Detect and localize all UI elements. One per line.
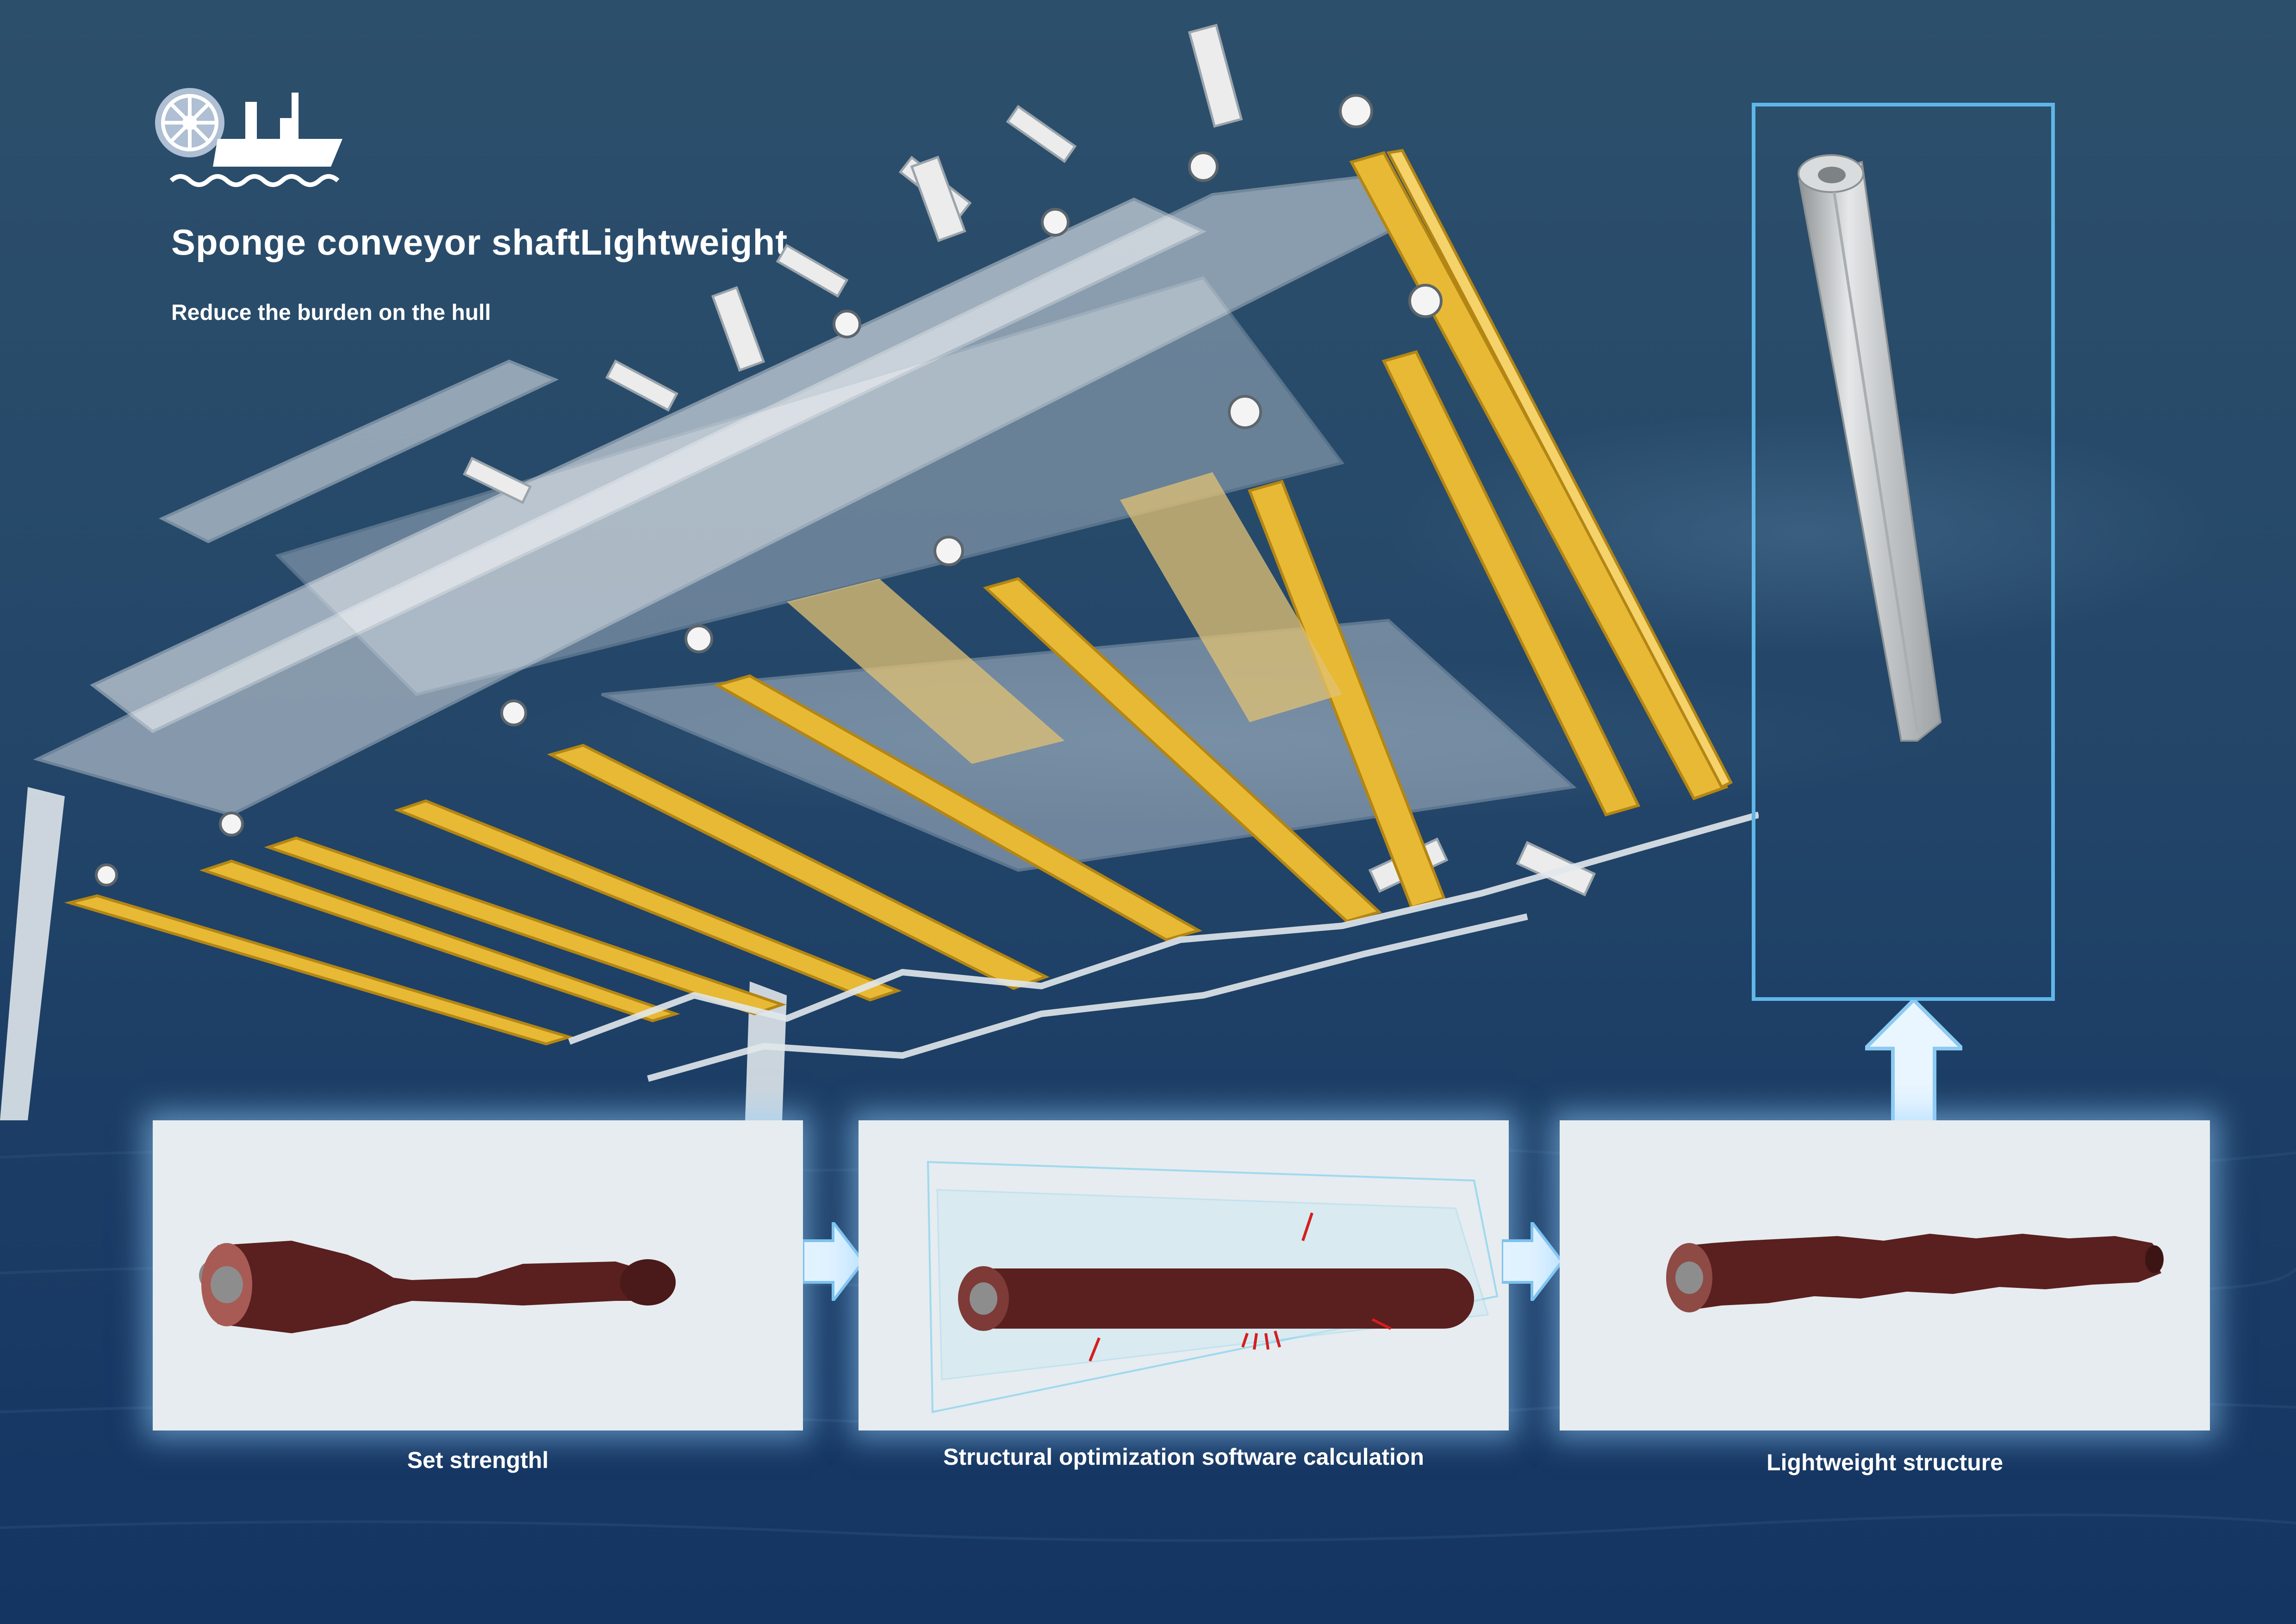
up-arrow-icon <box>1865 1000 1962 1123</box>
step-panel-optimization <box>859 1120 1509 1430</box>
step-panel-lightweight-structure <box>1560 1120 2210 1430</box>
page-subtitle: Reduce the burden on the hull <box>171 300 491 325</box>
step-panel-set-strength <box>153 1120 803 1430</box>
lightweight-shaft-preview <box>1752 103 2055 1001</box>
right-arrow-icon <box>1502 1222 1562 1301</box>
step-caption-lightweight: Lightweight structure <box>1766 1449 2004 1475</box>
page-title: Sponge conveyor shaftLightweight <box>171 222 788 262</box>
conveyor-machine-illustration <box>0 24 1759 1120</box>
right-arrow-icon <box>803 1222 863 1301</box>
ship-and-wheel-icon <box>155 88 342 187</box>
step-caption-optimization: Structural optimization software calcula… <box>943 1444 1425 1470</box>
step-caption-set-strength: Set strengthl <box>407 1447 549 1473</box>
